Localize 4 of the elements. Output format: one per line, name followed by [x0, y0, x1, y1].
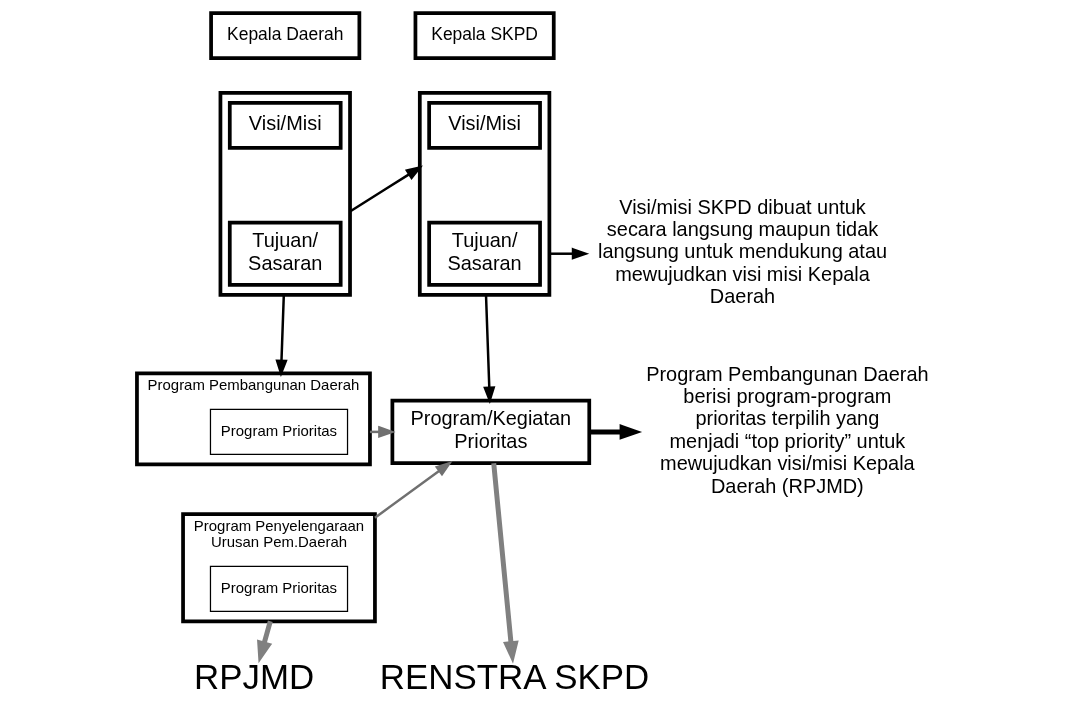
- node-text: Visi/misi SKPD dibuat untuk secara langsung maupun tidak langsung untuk mendukung atau mewujudkan visi misi Kepala Daerah: [597, 195, 888, 308]
- node-text: Program Pembangunan Daerah berisi program-program prioritas terpilih yang menjadi “top priority” untuk mewujudkan visi/misi Kepala Daerah (RPJMD): [646, 362, 929, 497]
- node-text: RENSTRA SKPD: [379, 657, 650, 697]
- node-text: RPJMD: [194, 657, 315, 697]
